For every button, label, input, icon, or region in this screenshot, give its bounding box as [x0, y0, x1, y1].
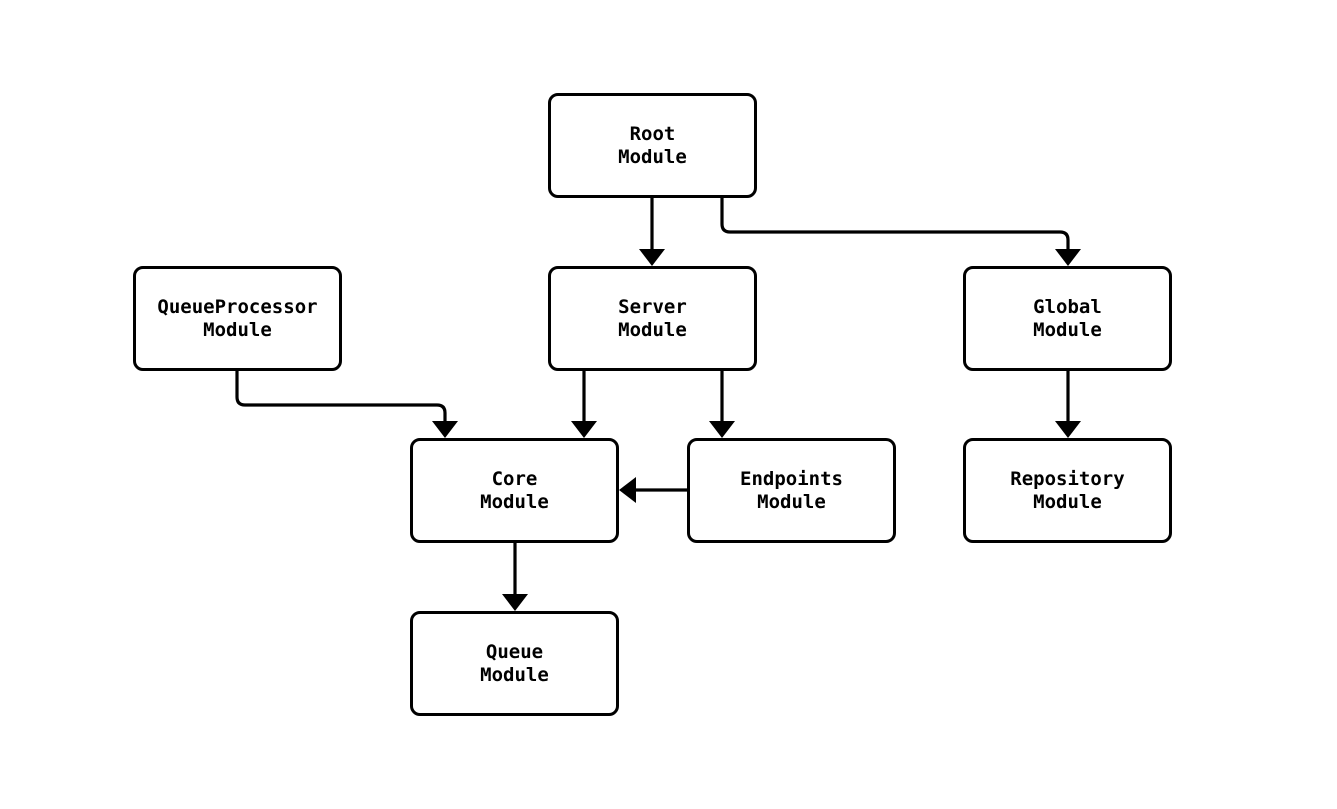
node-endpoints-module: Endpoints Module	[687, 438, 896, 543]
edge-queueprocessor-to-core	[235, 371, 447, 422]
node-server-module: Server Module	[548, 266, 757, 371]
node-global-module: Global Module	[963, 266, 1172, 371]
node-repository-module: Repository Module	[963, 438, 1172, 543]
node-queue-module: Queue Module	[410, 611, 619, 716]
node-queueprocessor-module-label-line2: Module	[203, 318, 272, 341]
edge-core-to-queue-arrowhead	[502, 594, 528, 611]
node-repository-module-label-line1: Repository	[1010, 467, 1125, 490]
edge-server-to-endpoints-arrowhead	[709, 421, 735, 438]
node-queueprocessor-module-label-line1: QueueProcessor	[157, 295, 318, 318]
node-queue-module-label-line1: Queue	[485, 640, 544, 663]
node-server-module-label-line1: Server	[618, 295, 687, 318]
node-core-module-label-line2: Module	[480, 490, 549, 513]
edge-root-to-global	[720, 198, 1070, 250]
node-root-module-label-line1: Root	[629, 122, 676, 145]
node-queue-module-label-line2: Module	[480, 663, 549, 686]
edge-endpoints-to-core-arrowhead	[619, 477, 636, 503]
node-core-module-label-line1: Core	[491, 467, 538, 490]
edge-root-to-global-arrowhead	[1055, 249, 1081, 266]
node-global-module-label-line2: Module	[1033, 318, 1102, 341]
edge-root-to-server-arrowhead	[639, 249, 665, 266]
node-root-module-label-line2: Module	[618, 145, 687, 168]
node-core-module: Core Module	[410, 438, 619, 543]
node-repository-module-label-line2: Module	[1033, 490, 1102, 513]
node-endpoints-module-label-line2: Module	[757, 490, 826, 513]
node-root-module: Root Module	[548, 93, 757, 198]
node-server-module-label-line2: Module	[618, 318, 687, 341]
node-global-module-label-line1: Global	[1033, 295, 1102, 318]
node-endpoints-module-label-line1: Endpoints	[740, 467, 843, 490]
node-queueprocessor-module: QueueProcessor Module	[133, 266, 342, 371]
edge-queueprocessor-to-core-arrowhead	[432, 421, 458, 438]
edge-server-to-core-arrowhead	[571, 421, 597, 438]
edge-global-to-repository-arrowhead	[1055, 421, 1081, 438]
